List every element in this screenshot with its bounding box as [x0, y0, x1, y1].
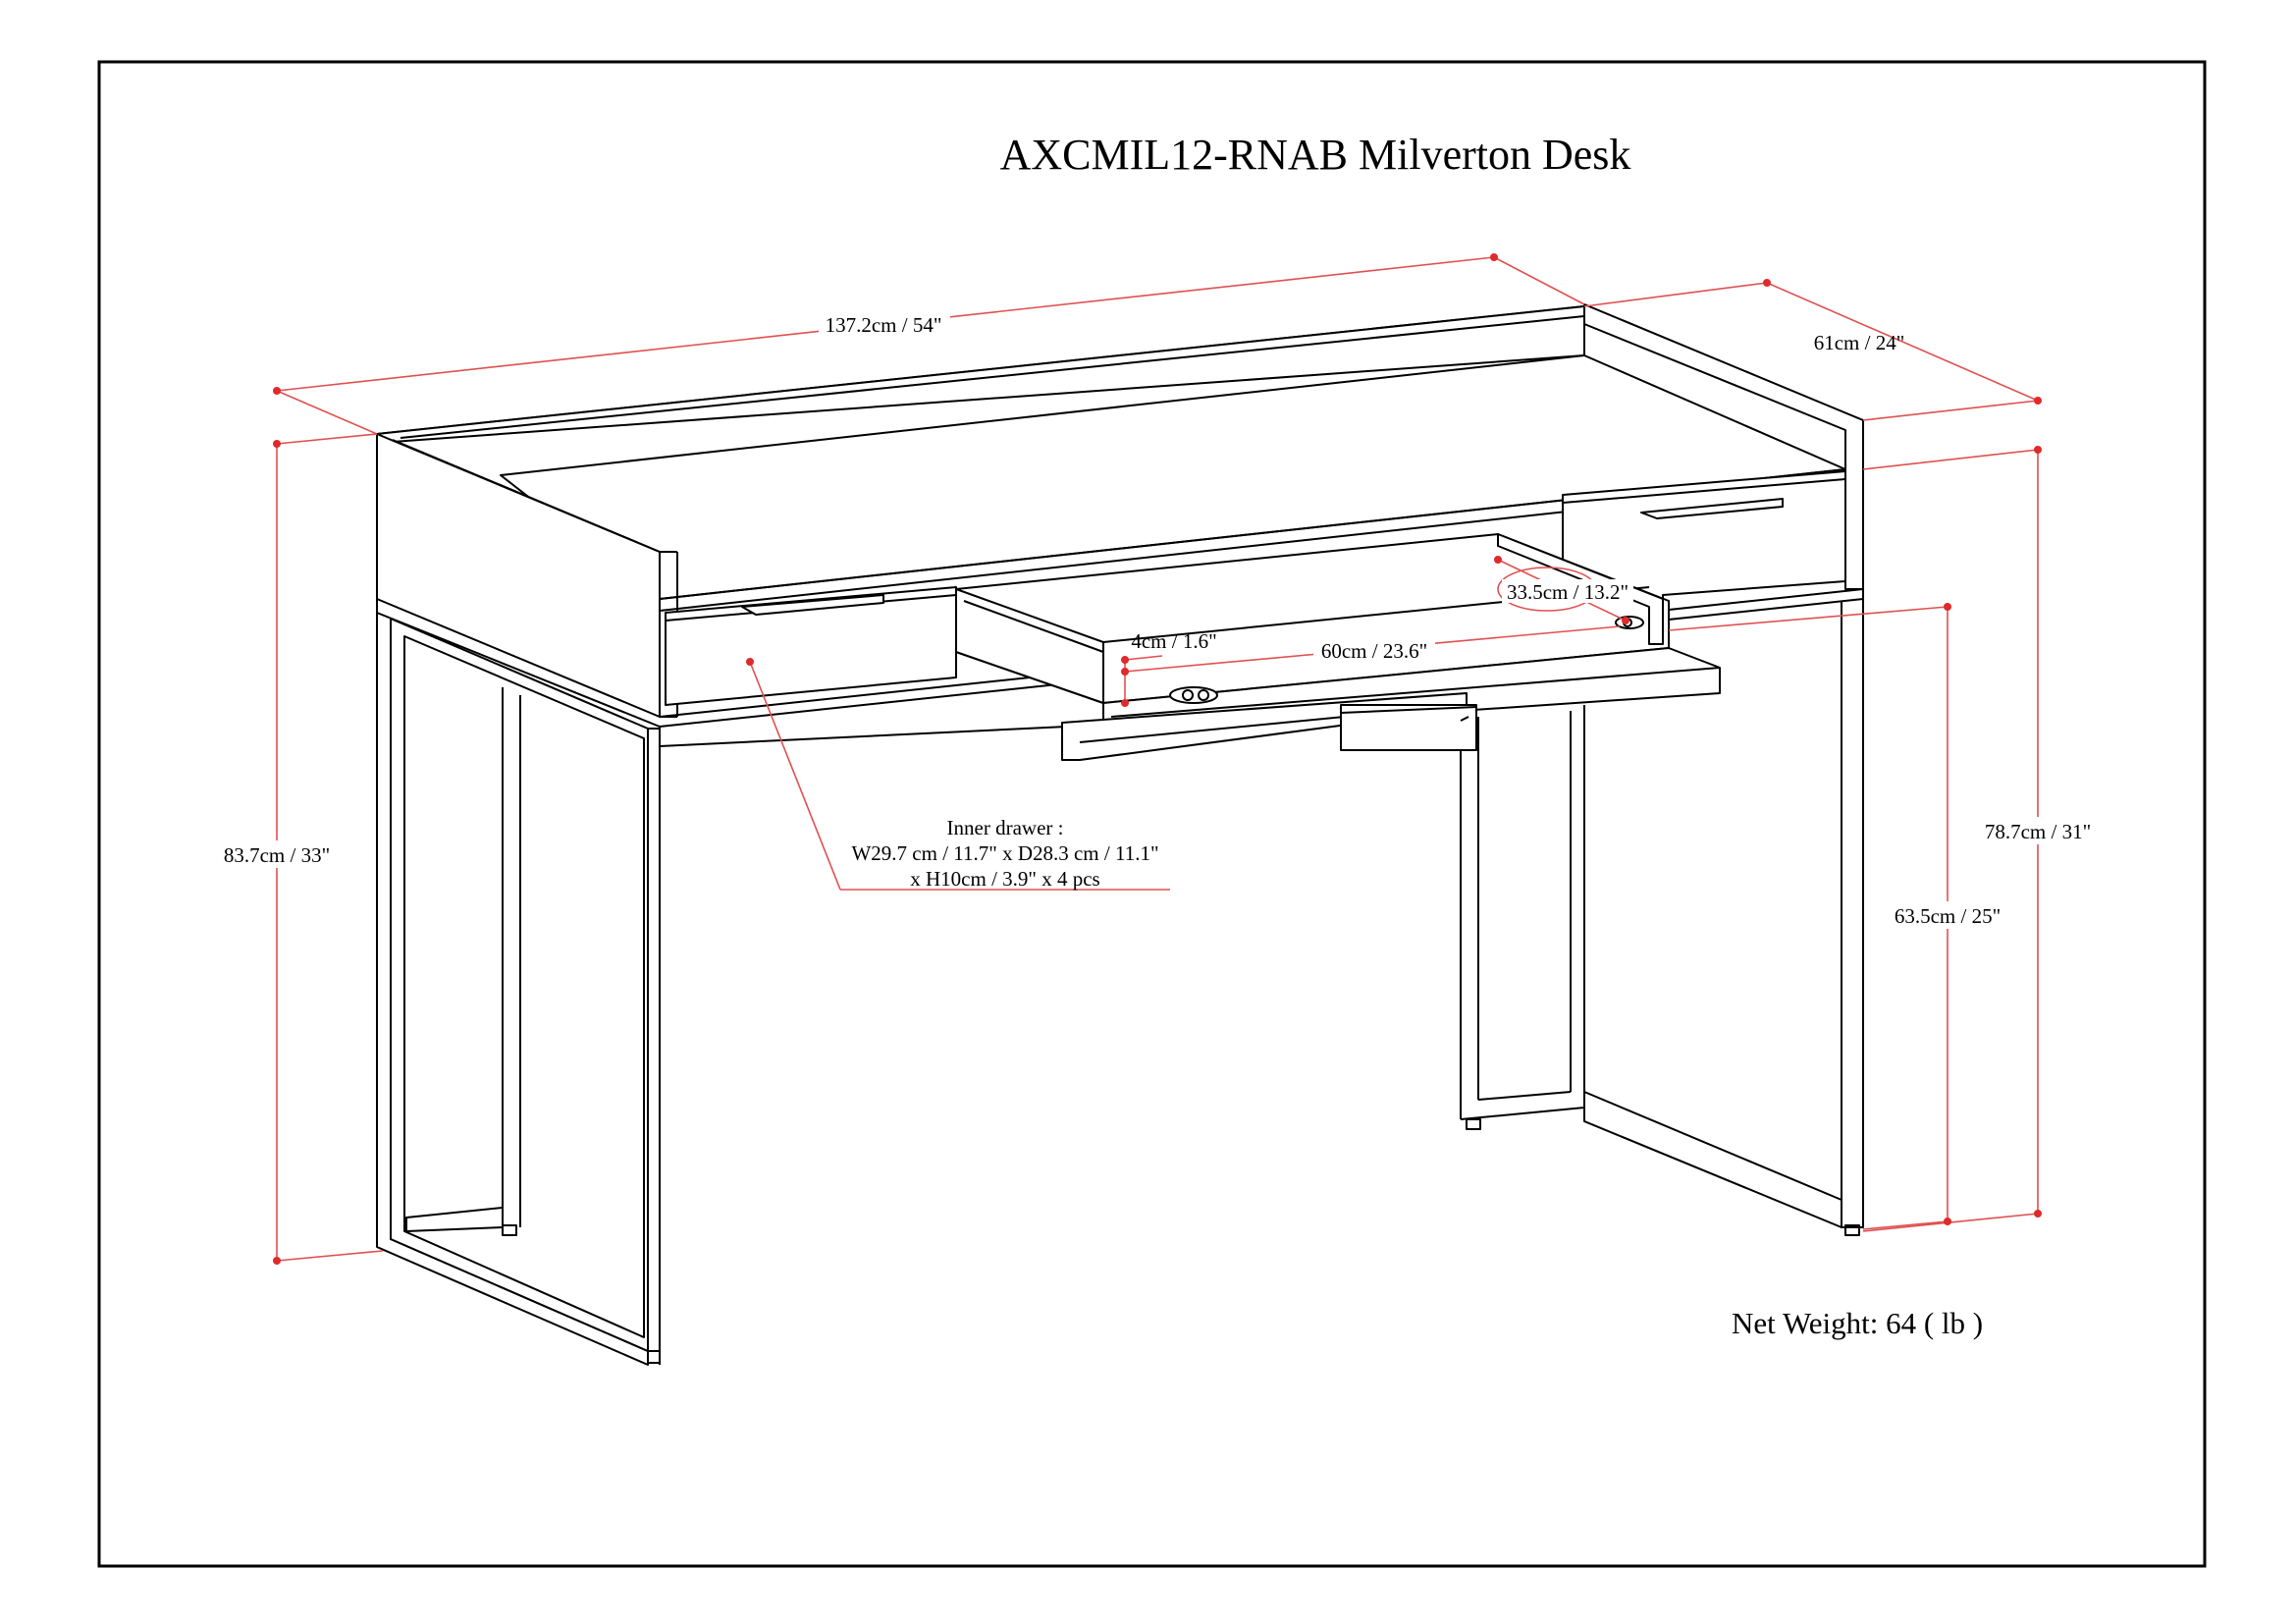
depth-label: 61cm / 24"	[1814, 331, 1905, 354]
sheet-border	[97, 60, 2207, 1568]
inner-drawer-line2: W29.7 cm / 11.7" x D28.3 cm / 11.1"	[851, 841, 1158, 865]
page-title: AXCMIL12-RNAB Milverton Desk	[1000, 131, 1631, 179]
inner-drawer-line3: x H10cm / 3.9" x 4 pcs	[910, 867, 1099, 891]
net-weight: Net Weight: 64 ( lb )	[1732, 1306, 1983, 1340]
clearance-height-label: 63.5cm / 25"	[1895, 904, 2001, 928]
drawer-front-height-label: 4cm / 1.6"	[1131, 629, 1216, 653]
centre-drawer-open	[955, 533, 1721, 761]
inner-drawer-note: Inner drawer : W29.7 cm / 11.7" x D28.3 …	[851, 816, 1158, 891]
inner-drawer-line1: Inner drawer :	[947, 816, 1064, 839]
desk-height-label: 78.7cm / 31"	[1985, 820, 2091, 843]
drawer-depth-label: 33.5cm / 13.2"	[1507, 580, 1629, 604]
left-leg-frame	[376, 608, 661, 1366]
width-label: 137.2cm / 54"	[826, 313, 942, 337]
total-height-label: 83.7cm / 33"	[224, 843, 330, 867]
left-drawer	[665, 586, 957, 706]
drawer-width-label: 60cm / 23.6"	[1321, 639, 1427, 663]
dimension-lines	[273, 253, 2042, 1265]
desk-drawing	[376, 303, 1864, 1366]
right-drawer	[1562, 470, 1846, 610]
